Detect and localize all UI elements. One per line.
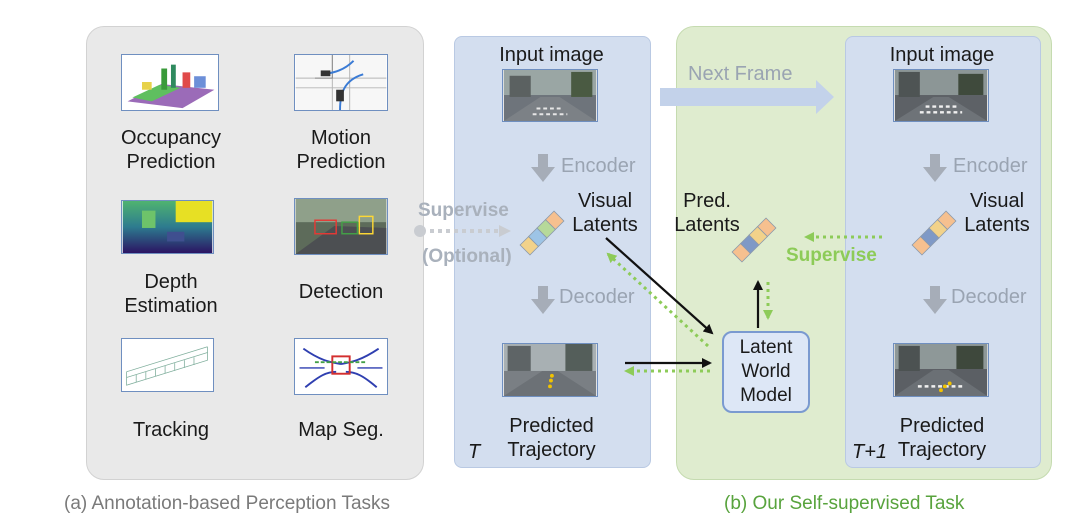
decoder-label-t: Decoder [559, 286, 635, 308]
time-label-t1: T+1 [852, 441, 888, 463]
gradient-to-latents-arrow [606, 252, 710, 348]
predicted-trajectory-label-t: Predicted Trajectory [507, 415, 596, 461]
left-supervise-arrow [414, 225, 511, 237]
pred-latents-token [731, 217, 777, 263]
predicted-trajectory-label-t1: Predicted Trajectory [897, 415, 987, 461]
caption-a: (a) Annotation-based Perception Tasks [64, 493, 391, 514]
visual-latents-token-t1 [911, 210, 957, 256]
input-image-label-t: Input image [499, 44, 604, 66]
left-supervise-optional-label: (Optional) [422, 246, 512, 267]
occupancy-prediction-label: Occupancy Prediction [120, 127, 222, 173]
map-segmentation-label: Map Seg. [298, 419, 384, 441]
predicted-trajectory-image-t [502, 343, 598, 397]
visual-latents-label-t1: Visual Latents [964, 190, 1030, 236]
visual-latents-label-t: Visual Latents [572, 190, 638, 236]
tracking-image [121, 338, 214, 392]
time-label-t: T [468, 441, 481, 463]
input-image-t [502, 69, 598, 122]
latent-world-model-label: Latent World Model [739, 337, 793, 406]
latent-world-model-box: Latent World Model [722, 331, 810, 413]
motion-prediction-label: Motion Prediction [296, 127, 386, 173]
motion-image [294, 54, 388, 111]
occupancy-image [121, 54, 219, 111]
next-frame-label: Next Frame [688, 63, 793, 85]
visual-latents-token-t [519, 210, 565, 256]
input-image-t1 [893, 69, 989, 122]
encoder-label-t1: Encoder [953, 155, 1028, 177]
pred-latents-label: Pred. Latents [674, 190, 740, 236]
latents-to-world-model-arrow [605, 237, 714, 335]
decoder-label-t1: Decoder [951, 286, 1027, 308]
detection-image [294, 198, 388, 255]
decoder-arrow-t [531, 286, 555, 314]
supervise-green-label: Supervise [786, 245, 877, 266]
encoder-arrow-t1 [923, 154, 947, 182]
detection-label: Detection [298, 281, 384, 303]
left-supervise-label: Supervise [418, 200, 509, 221]
tracking-label: Tracking [133, 419, 209, 441]
predicted-trajectory-image-t1 [893, 343, 989, 397]
input-image-label-t1: Input image [889, 44, 995, 66]
encoder-label-t: Encoder [561, 155, 636, 177]
decoder-arrow-t1 [923, 286, 947, 314]
mapseg-image [294, 338, 388, 395]
depth-estimation-label: Depth Estimation [124, 271, 218, 317]
encoder-arrow-t [531, 154, 555, 182]
caption-b: (b) Our Self-supervised Task [724, 493, 965, 514]
next-frame-arrow [660, 80, 834, 114]
depth-image [121, 200, 214, 254]
